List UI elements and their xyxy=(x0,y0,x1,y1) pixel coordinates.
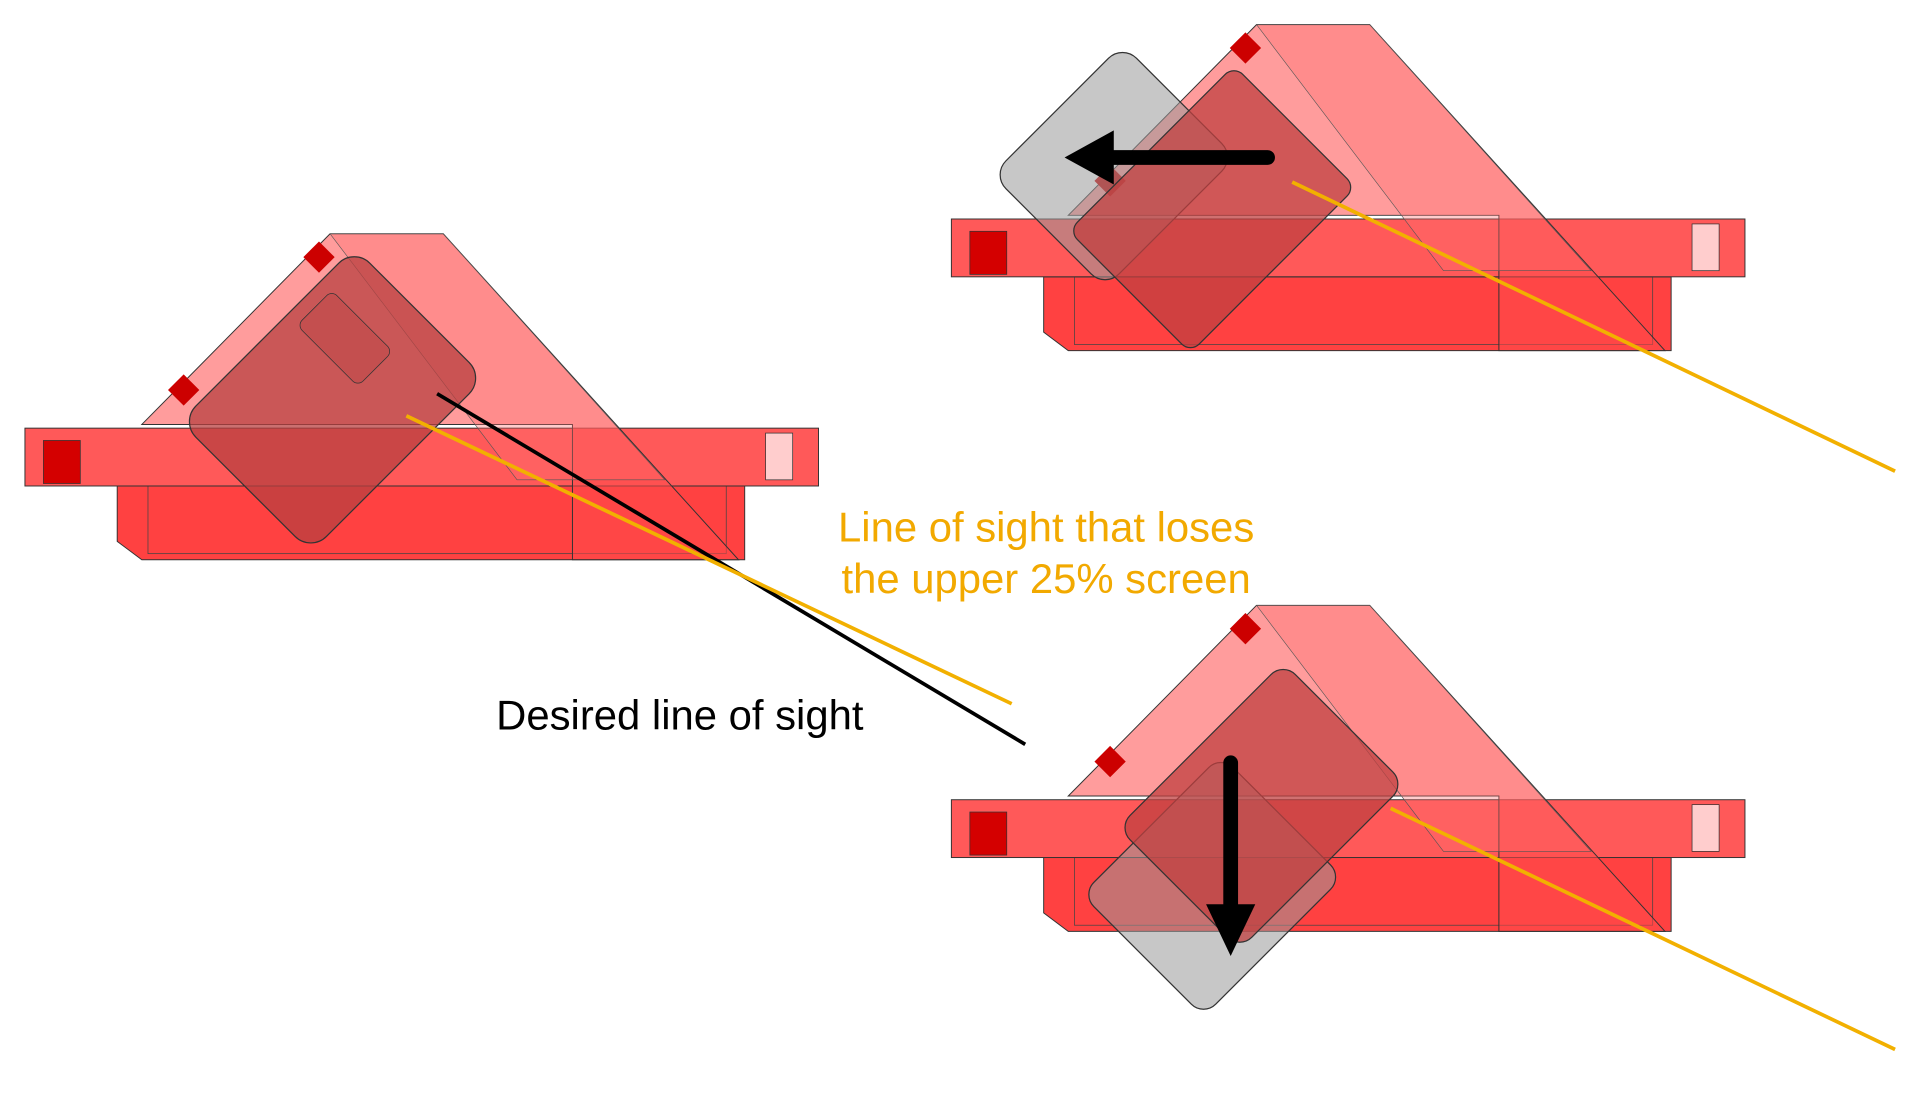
arrow-left-icon xyxy=(1064,130,1275,185)
lost-sight-label-line2: the upper 25% screen xyxy=(841,555,1250,602)
assembly-original xyxy=(24,233,1027,746)
assembly-shifted-down xyxy=(950,604,1896,1052)
sight-line-bottom xyxy=(1389,806,1896,1052)
arrow-down-icon xyxy=(1206,755,1256,956)
lost-sight-line xyxy=(405,414,1013,706)
assembly-shifted-left xyxy=(950,23,1896,473)
sight-line-top xyxy=(1291,180,1896,473)
desired-sight-label: Desired line of sight xyxy=(496,692,864,739)
lost-sight-label-line1: Line of sight that loses xyxy=(838,503,1254,550)
